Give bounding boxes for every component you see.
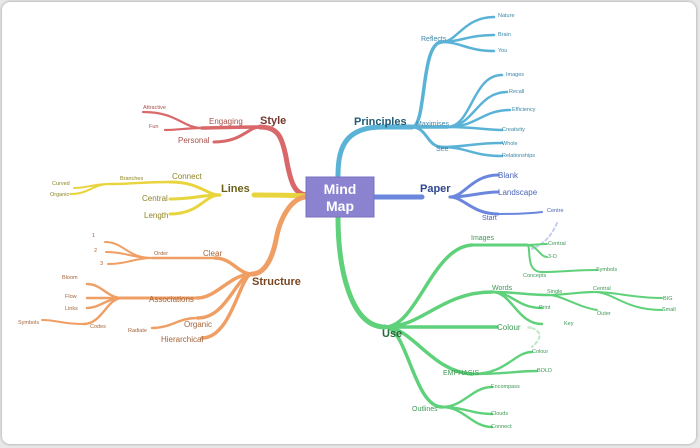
order-one-label[interactable]: 1 (92, 233, 95, 239)
engaging-label[interactable]: Engaging (209, 117, 243, 126)
central-words-label[interactable]: Central (593, 286, 611, 292)
mind-map-diagram: Mind Map Style Engaging Attractive Fun P… (18, 13, 676, 430)
connect-label[interactable]: Connect (172, 172, 203, 181)
images-principles-label[interactable]: Images (506, 72, 524, 78)
symbols-use-label[interactable]: Symbols (596, 267, 617, 273)
images-use-label[interactable]: Images (471, 235, 494, 242)
landscape-label[interactable]: Landscape (498, 188, 538, 197)
outlines-label[interactable]: Outlines (412, 406, 438, 413)
central-images-label[interactable]: Central (548, 241, 566, 247)
emphasis-label[interactable]: EMPHASIS (443, 370, 480, 377)
central-lines-label[interactable]: Central (142, 194, 168, 203)
key-label[interactable]: Key (564, 321, 574, 327)
creativity-label[interactable]: Creativity (502, 127, 525, 133)
maximises-label[interactable]: Maximises (416, 121, 450, 128)
principles-branch-lines (335, 15, 512, 180)
clouds-label[interactable]: Clouds (491, 411, 508, 417)
bloom-label[interactable]: Bloom (62, 275, 78, 281)
order-three-label[interactable]: 3 (100, 261, 103, 267)
you-label[interactable]: You (498, 48, 507, 54)
outer-label[interactable]: Outer (597, 311, 611, 317)
radiate-label[interactable]: Radiate (128, 328, 147, 334)
structure-label[interactable]: Structure (252, 276, 301, 288)
big-label[interactable]: BIG (663, 296, 672, 302)
organic-lines-label[interactable]: Organic (50, 192, 70, 198)
order-two-label[interactable]: 2 (94, 248, 97, 254)
centre-label[interactable]: Centre (547, 208, 564, 214)
principles-label[interactable]: Principles (354, 116, 407, 128)
relationships-label[interactable]: Relationships (502, 153, 535, 159)
clear-label[interactable]: Clear (203, 249, 222, 258)
hierarchical-label[interactable]: Hierarchical (161, 335, 203, 344)
branches-label[interactable]: Branches (120, 176, 143, 182)
central-node-line2: Map (326, 198, 354, 214)
colour-link-line (531, 327, 541, 348)
encompass-label[interactable]: Encompass (491, 384, 520, 390)
lines-branch-lines (69, 180, 310, 216)
nature-label[interactable]: Nature (498, 13, 515, 19)
efficiency-label[interactable]: Efficiency (512, 107, 536, 113)
paper-label[interactable]: Paper (420, 183, 451, 195)
blank-label[interactable]: Blank (498, 171, 519, 180)
attractive-label[interactable]: Attractive (143, 105, 166, 111)
three-d-label[interactable]: 3-D (548, 254, 557, 260)
use-label[interactable]: Use (382, 328, 402, 340)
personal-label[interactable]: Personal (178, 136, 210, 145)
links-label[interactable]: Links (65, 306, 78, 312)
brain-label[interactable]: Brain (498, 32, 511, 38)
bold-label[interactable]: BOLD (537, 368, 552, 374)
see-label[interactable]: See (436, 146, 449, 153)
central-node-line1: Mind (324, 181, 357, 197)
words-label[interactable]: Words (492, 285, 513, 292)
mind-map-canvas: Mind Map Style Engaging Attractive Fun P… (2, 2, 696, 444)
connect-use-label[interactable]: Connect (491, 424, 512, 430)
organic-structure-label[interactable]: Organic (184, 320, 212, 329)
flow-label[interactable]: Flow (65, 294, 77, 300)
small-label[interactable]: Small (662, 307, 676, 313)
centre-link-line (531, 222, 558, 250)
length-label[interactable]: Length (144, 211, 168, 220)
codes-label[interactable]: Codes (90, 324, 106, 330)
lines-label[interactable]: Lines (221, 183, 250, 195)
whole-label[interactable]: Whole (502, 141, 518, 147)
recall-label[interactable]: Recall (509, 89, 524, 95)
central-node[interactable]: Mind Map (305, 176, 375, 218)
print-label[interactable]: Print (539, 305, 551, 311)
curved-label[interactable]: Curved (52, 181, 70, 187)
style-label[interactable]: Style (260, 115, 286, 127)
start-label[interactable]: Start (482, 215, 497, 222)
colour-use-label[interactable]: Colour (497, 323, 521, 332)
reflects-label[interactable]: Reflects (421, 36, 447, 43)
concepts-label[interactable]: Concepts (523, 273, 546, 279)
use-branch-lines (335, 214, 663, 429)
colour-emphasis-label[interactable]: Colour (532, 349, 548, 355)
symbols-structure-label[interactable]: Symbols (18, 320, 39, 326)
paper-branch-lines (371, 173, 543, 216)
order-label[interactable]: Order (154, 251, 168, 257)
associations-label[interactable]: Associations (149, 295, 194, 304)
structure-branch-lines (41, 194, 310, 340)
single-label[interactable]: Single (547, 289, 562, 295)
colour-note-icon: ≡ (527, 325, 531, 332)
style-branch-lines (141, 110, 310, 198)
fun-label[interactable]: Fun (149, 124, 158, 130)
